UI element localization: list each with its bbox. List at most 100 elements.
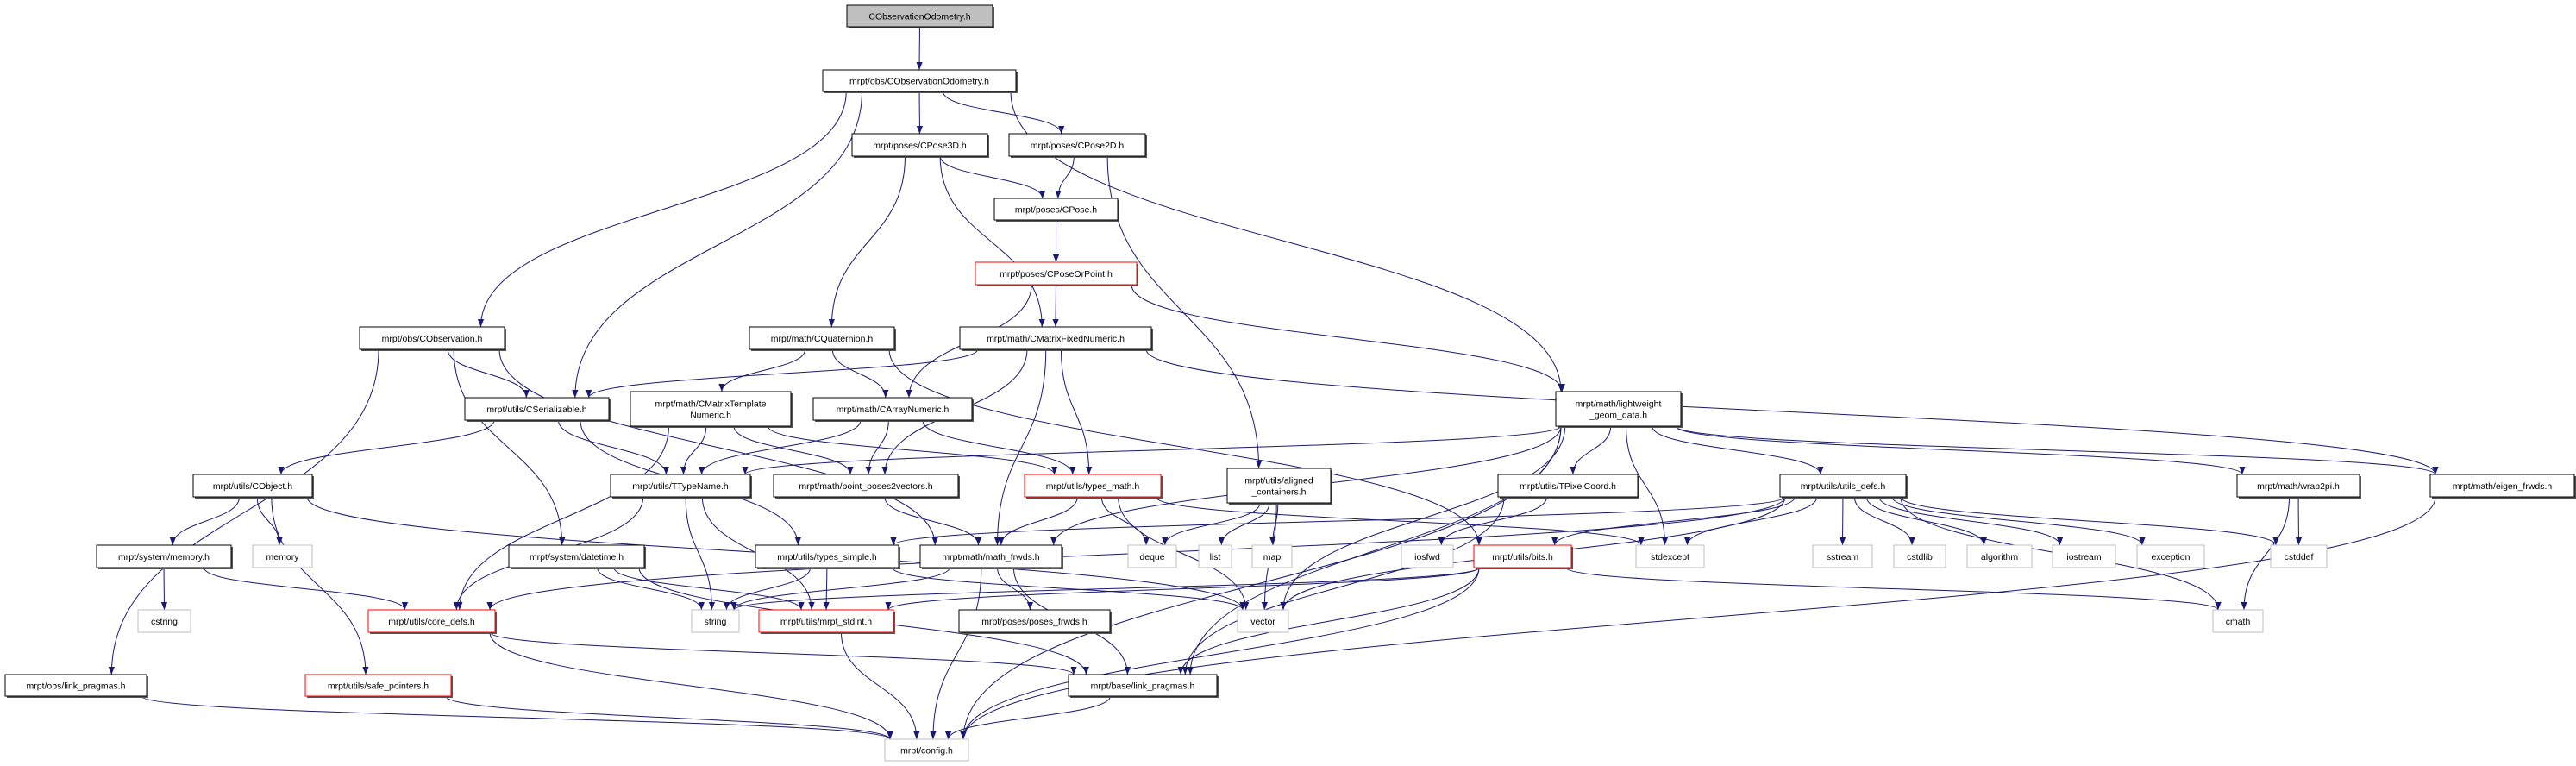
node-pose3d[interactable]: mrpt/poses/CPose3D.h: [851, 133, 989, 158]
edge-aligned-to-deque: [1162, 502, 1261, 546]
node-eigenfrwds[interactable]: mrpt/math/eigen_frwds.h: [2429, 474, 2576, 499]
edge-utilsdefs-to-exception: [1891, 496, 2146, 546]
edge-observation-to-obslink: [108, 348, 379, 675]
node-box: [464, 397, 610, 421]
node-memory[interactable]: memory: [252, 544, 313, 568]
node-aligned[interactable]: mrpt/utils/aligned_containers.h: [1226, 468, 1332, 505]
node-utilsdefs[interactable]: mrpt/utils/utils_defs.h: [1779, 474, 1908, 499]
edge-arrow: [1570, 425, 1612, 475]
node-cstdlib[interactable]: cstdlib: [1893, 544, 1946, 568]
node-lightweight[interactable]: mrpt/math/lightweight_geom_data.h: [1555, 391, 1683, 428]
node-safeptr[interactable]: mrpt/utils/safe_pointers.h: [304, 674, 453, 698]
node-memoryh[interactable]: mrpt/system/memory.h: [96, 544, 233, 569]
node-iostream[interactable]: iostream: [2052, 544, 2116, 568]
edge-object-to-memory: [256, 496, 283, 546]
node-list[interactable]: list: [1198, 544, 1232, 568]
node-exception[interactable]: exception: [2136, 544, 2205, 568]
node-observation[interactable]: mrpt/obs/CObservation.h: [359, 326, 506, 351]
node-box: [758, 609, 894, 633]
node-serializable[interactable]: mrpt/utils/CSerializable.h: [464, 397, 611, 422]
edge-arrow: [1853, 496, 1915, 546]
node-cstddef[interactable]: cstddef: [2270, 544, 2328, 568]
node-matfixed[interactable]: mrpt/math/CMatrixFixedNumeric.h: [959, 326, 1153, 351]
node-quaternion[interactable]: mrpt/math/CQuaternion.h: [749, 326, 896, 351]
node-box: [846, 4, 993, 28]
node-box: [252, 544, 313, 568]
node-arraynumeric[interactable]: mrpt/math/CArrayNumeric.h: [812, 397, 974, 422]
edge-arrow: [730, 567, 950, 611]
node-cstring[interactable]: cstring: [137, 609, 191, 633]
edge-utilsdefs-to-bits: [1551, 496, 1796, 546]
edge-mathfrwds-to-config: [930, 567, 982, 740]
node-string[interactable]: string: [691, 609, 740, 633]
node-label: _geom_data.h: [1589, 411, 1647, 421]
node-object[interactable]: mrpt/utils/CObject.h: [192, 474, 314, 499]
node-vector[interactable]: vector: [1237, 609, 1289, 633]
edge-mattemplate-to-pp2v: [733, 425, 854, 475]
node-typesmath[interactable]: mrpt/utils/types_math.h: [1024, 474, 1163, 499]
node-root[interactable]: CObservationOdometry.h: [846, 4, 994, 28]
node-cmath[interactable]: cmath: [2212, 609, 2264, 633]
node-baselink[interactable]: mrpt/base/link_pragmas.h: [1068, 674, 1219, 698]
edge-arrow: [1187, 425, 1562, 675]
node-stdexcept[interactable]: stdexcept: [1635, 544, 1705, 568]
node-label: algorithm: [1981, 552, 2018, 562]
node-box: [304, 674, 452, 697]
node-deque[interactable]: deque: [1127, 544, 1177, 568]
edge-aligned-to-map: [1269, 502, 1279, 546]
node-obslink[interactable]: mrpt/obs/link_pragmas.h: [4, 674, 148, 698]
node-label: cstdlib: [1907, 552, 1933, 562]
nodes: CObservationOdometry.h mrpt/obs/CObservat…: [4, 4, 2576, 762]
node-posesfrwds[interactable]: mrpt/poses/poses_frwds.h: [958, 609, 1112, 634]
node-pose2d[interactable]: mrpt/poses/CPose2D.h: [1008, 133, 1147, 158]
node-algorithm[interactable]: algorithm: [1966, 544, 2033, 568]
node-poseorpoint[interactable]: mrpt/poses/CPoseOrPoint.h: [975, 261, 1138, 286]
edge-arrow: [960, 567, 1480, 740]
edge-arrow: [1675, 425, 2246, 475]
node-pose[interactable]: mrpt/poses/CPose.h: [993, 198, 1119, 222]
node-label: mrpt/math/point_poses2vectors.h: [799, 481, 932, 492]
edge-arrow: [453, 348, 566, 546]
node-tpixel[interactable]: mrpt/utils/TPixelCoord.h: [1497, 474, 1639, 499]
edge-arrow: [1900, 496, 2279, 546]
edge-arrow: [888, 348, 1482, 546]
edge-lightweight-to-baselink: [1187, 425, 1562, 675]
edge-arrow: [960, 496, 2436, 740]
node-obsodo[interactable]: mrpt/obs/CObservationOdometry.h: [822, 69, 1018, 93]
node-label: Numeric.h: [690, 411, 731, 421]
node-box: [1812, 544, 1873, 568]
node-label: mrpt/math/CArrayNumeric.h: [837, 405, 950, 415]
edge-arrow: [1131, 284, 1565, 392]
node-pp2v[interactable]: mrpt/math/point_poses2vectors.h: [773, 474, 960, 499]
node-map[interactable]: map: [1251, 544, 1293, 568]
edge-arrow: [742, 425, 1562, 475]
edge-serializable-to-ttypename: [557, 419, 669, 475]
node-wrap2pi[interactable]: mrpt/math/wrap2pi.h: [2236, 474, 2361, 499]
edge-lightweight-to-ttypename: [742, 425, 1562, 475]
edge-arrow: [489, 631, 1077, 675]
edge-arrow: [204, 567, 408, 611]
node-config[interactable]: mrpt/config.h: [884, 738, 969, 762]
edge-arrow: [2241, 496, 2290, 611]
node-datetime[interactable]: mrpt/system/datetime.h: [508, 544, 646, 569]
edge-arrow: [489, 631, 893, 740]
edge-arrow: [1055, 155, 1075, 199]
node-coredefs[interactable]: mrpt/utils/core_defs.h: [367, 609, 497, 634]
node-sstream[interactable]: sstream: [1812, 544, 1873, 568]
edge-arrow: [1269, 502, 1279, 546]
edge-utilsdefs-to-typessimple: [890, 496, 1786, 546]
node-iosfwd[interactable]: iosfwd: [1401, 544, 1454, 568]
node-mathfrwds[interactable]: mrpt/math/math_frwds.h: [919, 544, 1063, 569]
edge-pose3d-to-matfixed: [939, 155, 1045, 328]
edge-mattemplate-to-ttypename: [680, 425, 707, 475]
edge-obslink-to-config: [141, 695, 893, 740]
node-stdint[interactable]: mrpt/utils/mrpt_stdint.h: [758, 609, 895, 634]
node-ttypename[interactable]: mrpt/utils/TTypeName.h: [610, 474, 752, 499]
node-typessimple[interactable]: mrpt/utils/types_simple.h: [755, 544, 900, 569]
edge-arrow: [840, 631, 920, 740]
node-bits[interactable]: mrpt/utils/bits.h: [1473, 544, 1573, 569]
edge-typessimple-to-string: [723, 567, 812, 611]
node-box: [993, 198, 1119, 221]
node-box: [2236, 474, 2360, 498]
